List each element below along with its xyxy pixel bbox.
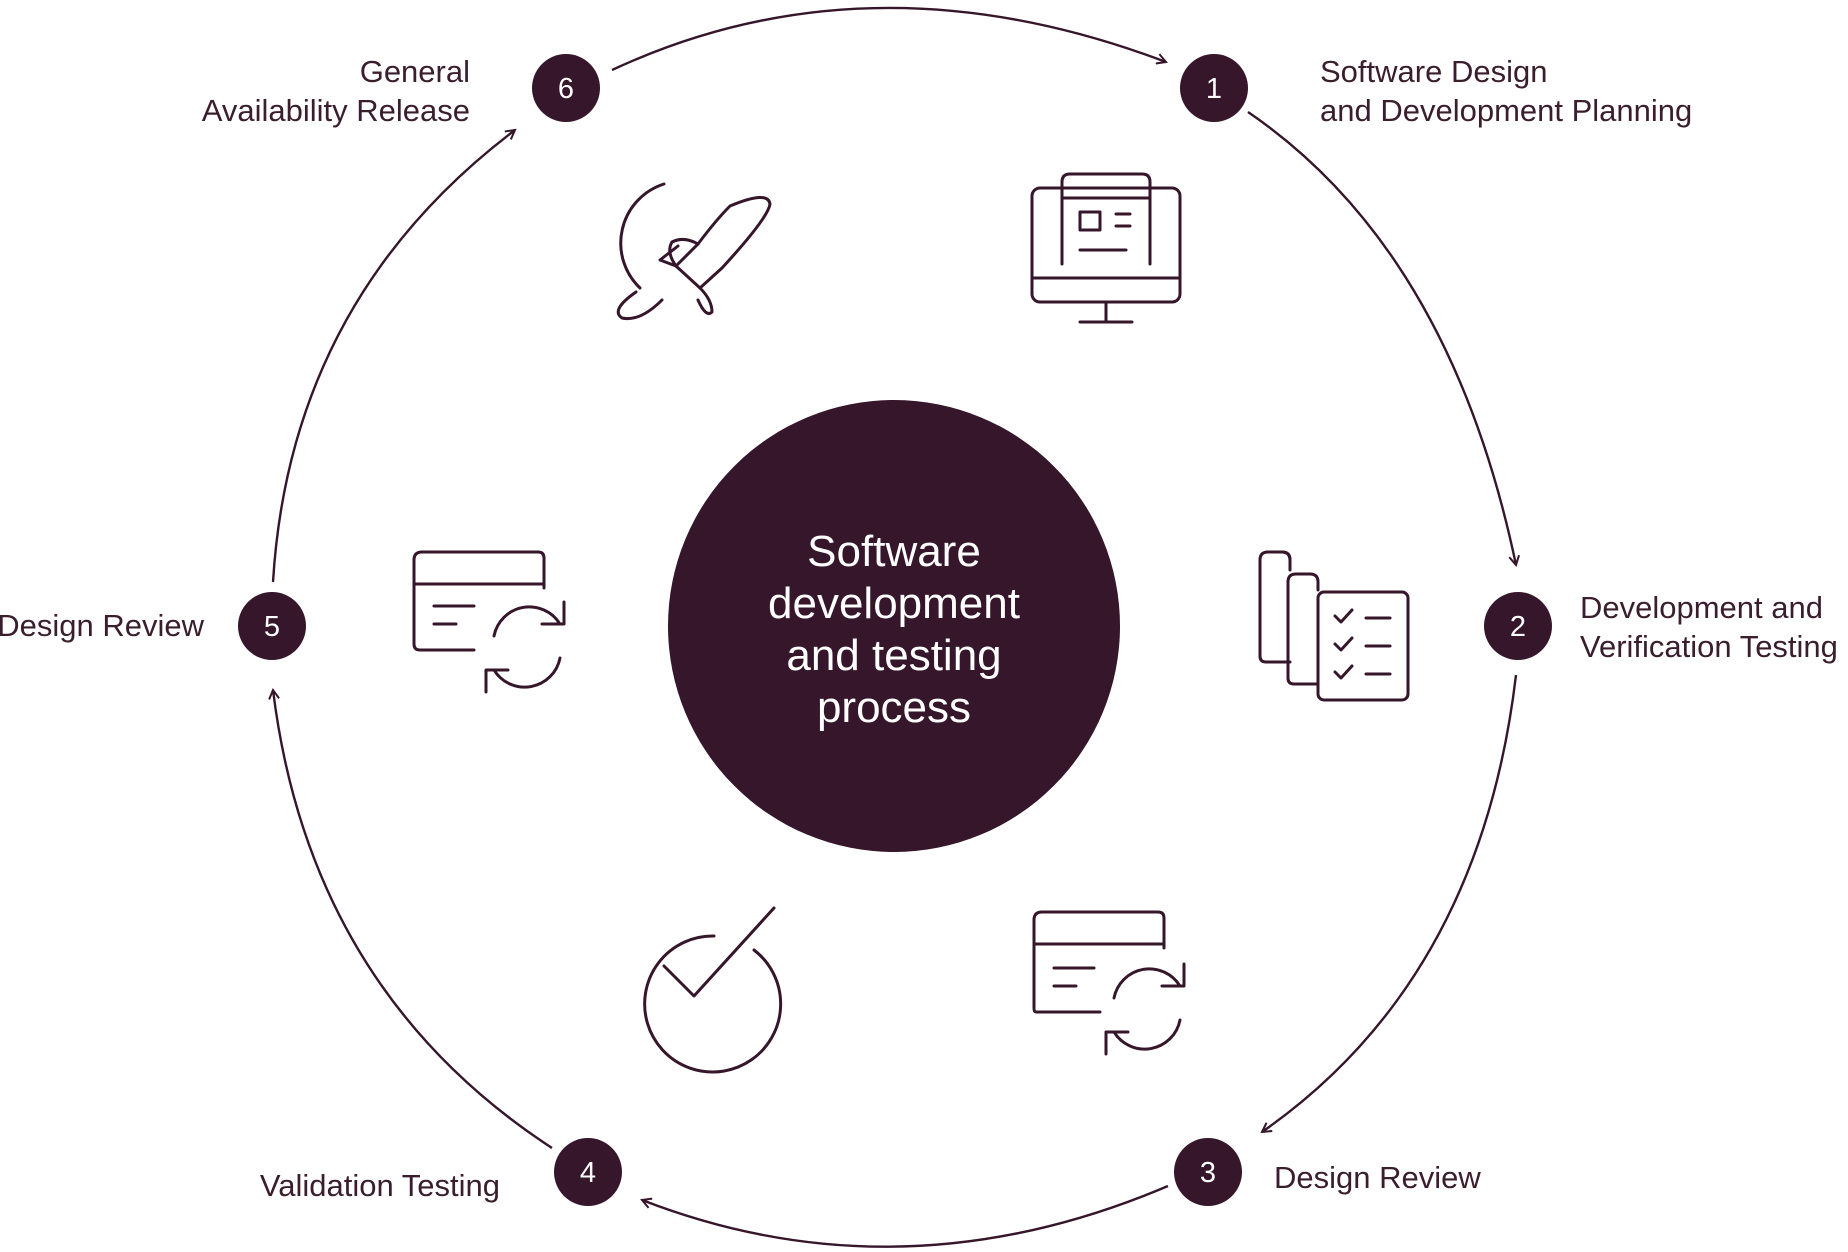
step-badge-3: 3 (1174, 1138, 1242, 1206)
step-number-1: 1 (1206, 73, 1222, 105)
center-title-line: and testing (786, 631, 1002, 680)
step-number-5: 5 (264, 611, 280, 643)
step-label-line: Availability Release (201, 93, 470, 128)
center-title: Software development and testing process (668, 520, 1120, 740)
step-badge-6: 6 (532, 54, 600, 122)
step-number-4: 4 (580, 1157, 596, 1189)
step-number-6: 6 (558, 73, 574, 105)
document-sync-icon (412, 550, 566, 694)
step-label-line: Design Review (1274, 1160, 1481, 1195)
step-label-line: Validation Testing (259, 1168, 500, 1203)
step-badge-4: 4 (554, 1138, 622, 1206)
step-label-line: General (359, 54, 470, 89)
arrow-3-to-4 (642, 1184, 1169, 1248)
step-label-line: Verification Testing (1580, 629, 1838, 664)
step-label-line: and Development Planning (1320, 93, 1693, 128)
step-label-6: General Availability Release (202, 52, 470, 130)
step-label-2: Development and Verification Testing (1580, 588, 1838, 666)
document-sync-icon (1032, 910, 1186, 1056)
step-badge-5: 5 (238, 592, 306, 660)
step-label-line: Development and (1580, 590, 1823, 625)
step-number-2: 2 (1510, 611, 1526, 643)
arrow-2-to-3 (1262, 674, 1518, 1132)
center-circle (668, 400, 1120, 852)
arrow-6-to-1 (611, 6, 1166, 72)
step-label-line: Design Review (0, 608, 204, 643)
arrow-4-to-5 (273, 690, 553, 1150)
step-badge-2: 2 (1484, 592, 1552, 660)
step-label-5: Design Review (0, 606, 204, 645)
checklist-documents-icon (1258, 550, 1410, 702)
rocket-orbit-icon (616, 182, 772, 321)
center-title-line: process (816, 683, 972, 732)
step-label-line: Software Design (1320, 54, 1548, 89)
monitor-icon (1030, 172, 1182, 324)
step-number-3: 3 (1200, 1157, 1216, 1189)
arrow-1-to-2 (1247, 111, 1516, 565)
step-label-4: Validation Testing (260, 1166, 500, 1205)
center-title-line: development (768, 579, 1020, 628)
checkmark-circle-icon (643, 906, 783, 1074)
step-label-3: Design Review (1274, 1158, 1481, 1197)
step-label-1: Software Design and Development Planning (1320, 52, 1692, 130)
step-badge-1: 1 (1180, 54, 1248, 122)
center-title-line: Software (807, 527, 981, 576)
arrow-5-to-6 (271, 130, 515, 583)
